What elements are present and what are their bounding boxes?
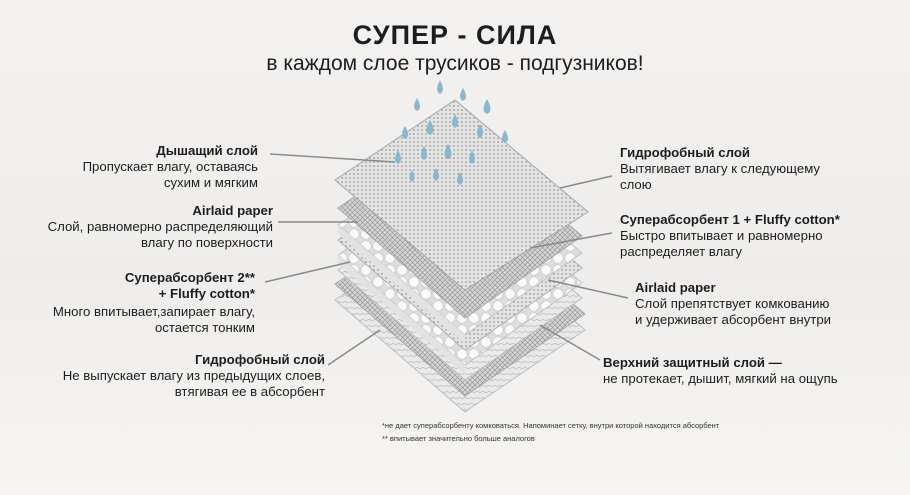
label-title: Суперабсорбент 2** (124, 270, 255, 285)
label-desc-line: слою (620, 177, 652, 192)
water-drops-icon (395, 80, 508, 185)
label-title: Верхний защитный слой — (603, 355, 782, 370)
label-desc-line: Пропускает влагу, оставаясь (82, 159, 258, 174)
label-desc-line: влагу по поверхности (140, 235, 273, 250)
label-desc-line: и удерживает абсорбент внутри (635, 312, 832, 327)
footnote-1: *не дает суперабсорбенту комковаться. На… (382, 421, 720, 430)
label-hydrophobic-left: Гидрофобный слой Не выпускает влагу из п… (25, 352, 325, 400)
label-title: Гидрофобный слой (194, 352, 325, 367)
label-title: Гидрофобный слой (620, 145, 751, 160)
label-superabsorbent-1: Суперабсорбент 1 + Fluffy cotton* Быстро… (620, 212, 905, 260)
label-hydrophobic-right: Гидрофобный слой Вытягивает влагу к след… (620, 145, 880, 193)
label-desc-line: не протекает, дышит, мягкий на ощупь (603, 371, 838, 386)
label-airlaid-left: Airlaid paper Слой, равномерно распредел… (3, 203, 273, 251)
label-title: Суперабсорбент 1 + Fluffy cotton* (620, 212, 840, 227)
label-desc-line: Вытягивает влагу к следующему (620, 161, 821, 176)
label-desc-line: распределяет влагу (620, 244, 742, 259)
label-airlaid-right: Airlaid paper Слой препятствует комкован… (635, 280, 895, 328)
label-title: Дышащий слой (156, 143, 258, 158)
label-superabsorbent-2: Суперабсорбент 2** + Fluffy cotton* Мног… (5, 270, 255, 336)
leader-lines (264, 153, 629, 366)
label-title: Airlaid paper (635, 280, 716, 295)
label-desc-line: Не выпускает влагу из предыдущих слоев, (62, 368, 325, 383)
layer-breathable-top (334, 99, 589, 291)
label-breathable-layer: Дышащий слой Пропускает влагу, оставаясь… (0, 143, 258, 191)
label-desc-line: Много впитывает,запирает влагу, (52, 304, 255, 319)
label-desc-line: Слой препятствует комкованию (635, 296, 830, 311)
page-subtitle: в каждом слое трусиков - подгузников! (266, 52, 644, 75)
label-desc-line: втягивая ее в абсорбент (174, 384, 325, 399)
label-title: Airlaid paper (192, 203, 273, 218)
label-desc-line: остается тонким (154, 320, 255, 335)
label-title-line2: + Fluffy cotton* (158, 286, 255, 301)
label-protective-layer: Верхний защитный слой — не протекает, ды… (603, 355, 893, 387)
footnote-2: ** впитывает значительно больше аналогов (382, 434, 535, 443)
label-desc-line: Слой, равномерно распределяющий (47, 219, 273, 234)
label-desc-line: сухим и мягким (163, 175, 258, 190)
page-title: СУПЕР - СИЛА (352, 20, 558, 50)
label-desc-line: Быстро впитывает и равномерно (620, 228, 823, 243)
